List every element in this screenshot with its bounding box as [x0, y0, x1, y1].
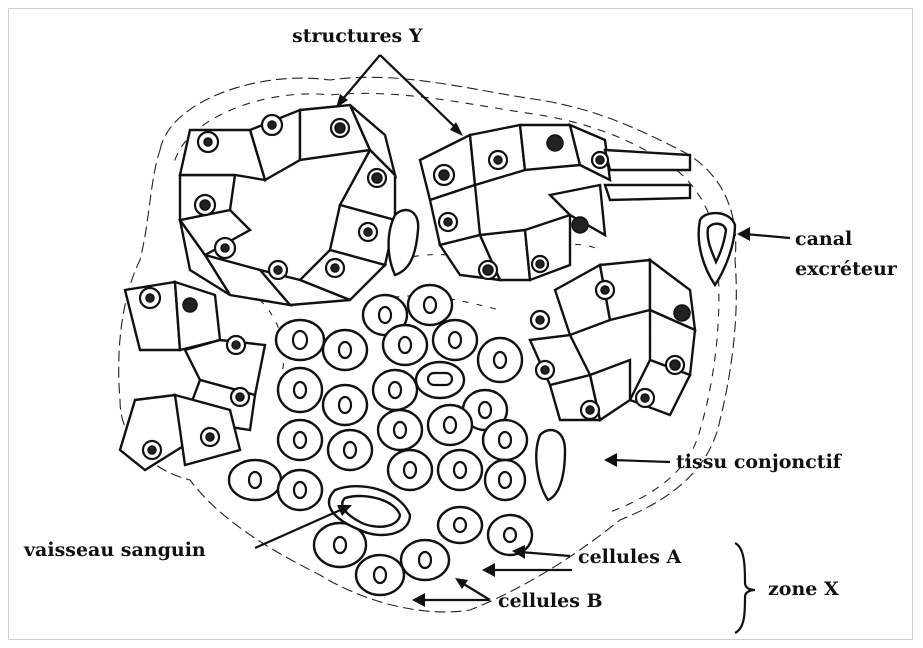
label-vaisseau-sanguin: vaisseau sanguin: [23, 539, 206, 561]
label-tissu-conjonctif: tissu conjonctif: [676, 451, 843, 473]
label-canal: canal: [795, 228, 852, 250]
label-zone-x: zone X: [768, 578, 839, 600]
acinus-top-left: [180, 105, 395, 305]
label-structures-y: structures Y: [292, 25, 423, 47]
label-excreteur: excréteur: [795, 258, 898, 280]
label-cellules-b: cellules B: [498, 590, 603, 612]
acinus-left: [120, 282, 265, 470]
zone-x-islet: [229, 285, 532, 595]
acinus-top-right: [420, 125, 690, 280]
label-cellules-a: cellules A: [578, 546, 682, 568]
acinus-right: [530, 260, 695, 420]
canal-excreteur-shape: [699, 213, 735, 285]
